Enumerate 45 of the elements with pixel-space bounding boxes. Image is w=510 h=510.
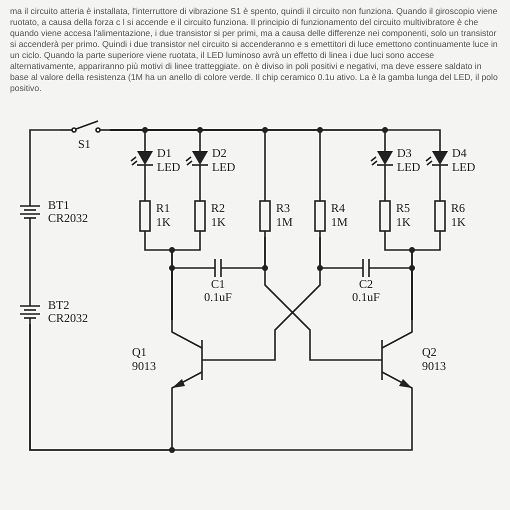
component-value: 1K: [396, 216, 411, 229]
reference-designator: BT1: [48, 199, 70, 212]
wire: [171, 267, 196, 320]
wire: [29, 324, 413, 451]
reference-designator: R3: [276, 202, 290, 215]
reference-designator: C2: [359, 278, 373, 291]
wire: [255, 237, 321, 361]
component-value: 1M: [276, 216, 293, 229]
reference-designator: Q2: [422, 346, 437, 359]
reference-designator: D2: [212, 147, 227, 160]
component-value: 0.1uF: [204, 291, 232, 304]
reference-designator: R2: [211, 202, 226, 215]
reference-designator: R4: [331, 202, 346, 215]
wire: [29, 224, 31, 300]
reference-designator: D4: [452, 147, 467, 160]
instruction-text: ma il circuito atteria è installata, l'interruttore di vibrazione S1 è spento, quindi il circuito non funziona. Quando il giroscopio viene ruotato, a causa della forza c l si accende e il circuito funziona. Il principio di funzionamento del circuito multivibratore è che quando viene accesa l'alimentazione, i due transistor si per primi, ma a causa delle differenze nei componenti, solo un transistor si accenderà per primo. Quindi i due transistor nel circuito si accenderanno e s emettitori di luce emettono continuamente luce in un ciclo. Quando la parte superiore viene ruotata, il LED luminoso avrà un effetto di linea i due luci sono accese alternativamente, appariranno più motivi di linee tratteggiate. on è diviso in poli positivi e negativi, ma deve essere saldato in base al valore della resistenza (1M ha un anello di colore verde. Il chip ceramico 0.1u ativo. La è la gamba lunga del LED, il polo positivo.: [10, 6, 499, 94]
component-value: 1M: [331, 216, 348, 229]
component-value: 1K: [156, 216, 171, 229]
wire: [144, 175, 146, 195]
component-value: 9013: [132, 360, 156, 373]
reference-designator: S1: [78, 138, 91, 151]
reference-designator: R1: [156, 202, 170, 215]
component-value: 1K: [451, 216, 466, 229]
component-value: 0.1uF: [352, 291, 380, 304]
component-value: 1K: [211, 216, 226, 229]
wire: [199, 175, 201, 195]
wire: [439, 175, 441, 195]
reference-designator: C1: [211, 278, 225, 291]
component-value: 9013: [422, 360, 446, 373]
reference-designator: R6: [451, 202, 466, 215]
component-value: LED: [452, 161, 476, 174]
wire: [411, 237, 441, 320]
wire: [29, 129, 60, 200]
reference-designator: D1: [157, 147, 172, 160]
component-value: LED: [157, 161, 180, 174]
reference-designator: D3: [397, 147, 412, 160]
wire: [264, 237, 330, 361]
reference-designator: BT2: [48, 299, 70, 312]
component-value: LED: [212, 161, 236, 174]
component-value: CR2032: [48, 312, 88, 325]
wire: [384, 175, 386, 195]
component-value: CR2032: [48, 212, 88, 225]
reference-designator: R5: [396, 202, 410, 215]
component-value: LED: [397, 161, 420, 174]
reference-designator: Q1: [132, 346, 147, 359]
